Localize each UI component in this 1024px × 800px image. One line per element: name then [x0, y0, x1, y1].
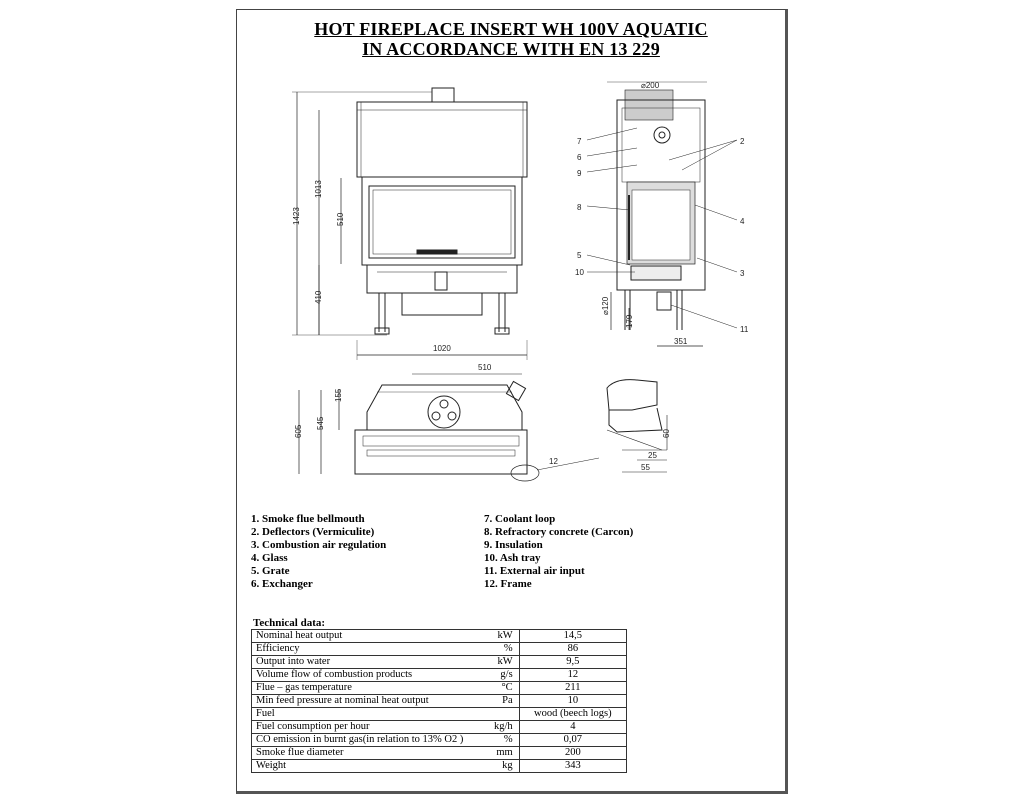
- legend-item: 6. Exchanger: [251, 578, 313, 590]
- callout-3: 3: [740, 269, 745, 278]
- callout-2: 2: [740, 137, 745, 146]
- detail-view: [606, 379, 668, 473]
- dim-detail-w2: 55: [641, 463, 650, 472]
- legend-left: 1. Smoke flue bellmouth 2. Deflectors (V…: [251, 513, 386, 591]
- legend-item: 12. Frame: [484, 578, 532, 590]
- callout-7: 7: [577, 137, 582, 146]
- row-name: CO emission in burnt gas(in relation to …: [251, 733, 490, 747]
- title-line-1: HOT FIREPLACE INSERT WH 100V AQUATIC: [314, 19, 708, 39]
- table-row: Fuel wood (beech logs): [251, 707, 628, 721]
- plan-view: [298, 373, 600, 482]
- row-name: Fuel consumption per hour: [251, 720, 490, 734]
- row-unit: mm: [490, 746, 520, 760]
- callout-10: 10: [575, 268, 584, 277]
- callout-4: 4: [740, 217, 745, 226]
- legend-item: 5. Grate: [251, 565, 290, 577]
- front-view: [292, 87, 528, 360]
- table-row: CO emission in burnt gas(in relation to …: [251, 733, 628, 747]
- callout-5: 5: [577, 251, 582, 260]
- row-value: 12: [518, 668, 628, 682]
- dim-depth: 351: [674, 337, 688, 346]
- dim-detail-w1: 25: [648, 451, 657, 460]
- row-unit: kW: [490, 629, 520, 643]
- row-value: 211: [518, 681, 628, 695]
- dim-body-height: 1013: [314, 180, 323, 198]
- row-unit: kg/h: [490, 720, 520, 734]
- row-unit: °C: [490, 681, 520, 695]
- row-name: Smoke flue diameter: [251, 746, 490, 760]
- dim-glass-height: 510: [336, 212, 345, 226]
- callout-12: 12: [549, 457, 558, 466]
- row-value: 0,07: [518, 733, 628, 747]
- legend-item: 1. Smoke flue bellmouth: [251, 513, 365, 525]
- row-unit: kg: [490, 759, 520, 773]
- row-unit: g/s: [490, 668, 520, 682]
- dim-air-input: ⌀120: [601, 296, 610, 315]
- row-name: Nominal heat output: [251, 629, 490, 643]
- datasheet-page: HOT FIREPLACE INSERT WH 100V AQUATIC IN …: [236, 9, 788, 794]
- row-unit: Pa: [490, 694, 520, 708]
- row-value: 9,5: [518, 655, 628, 669]
- dim-flue-diameter: ⌀200: [641, 81, 660, 90]
- technical-data-title: Technical data:: [253, 617, 326, 629]
- legend-item: 4. Glass: [251, 552, 288, 564]
- row-value: 343: [518, 759, 628, 773]
- row-name: Weight: [251, 759, 490, 773]
- legend-item: 3. Combustion air regulation: [251, 539, 387, 551]
- dim-width: 1020: [433, 344, 451, 353]
- legend-item: 8. Refractory concrete (Carcon): [484, 526, 634, 538]
- dim-top-width: 510: [478, 363, 492, 372]
- row-name: Volume flow of combustion products: [251, 668, 490, 682]
- callout-9: 9: [577, 169, 582, 178]
- row-value: 10: [518, 694, 628, 708]
- row-value: 200: [518, 746, 628, 760]
- row-name: Fuel: [251, 707, 490, 721]
- row-value: 4: [518, 720, 628, 734]
- row-value: 86: [518, 642, 628, 656]
- legend-right: 7. Coolant loop 8. Refractory concrete (…: [484, 513, 633, 591]
- row-name: Efficiency: [251, 642, 490, 656]
- row-name: Flue – gas temperature: [251, 681, 490, 695]
- dim-detail-height: 60: [662, 429, 671, 438]
- row-unit: [490, 707, 520, 721]
- legend-item: 9. Insulation: [484, 539, 543, 551]
- dim-plan-depth-1: 155: [334, 388, 343, 402]
- legend-item: 7. Coolant loop: [484, 513, 556, 525]
- legend-item: 11. External air input: [484, 565, 585, 577]
- table-row: Efficiency%86: [251, 642, 628, 656]
- dim-leg-height: 410: [314, 290, 323, 304]
- row-unit: kW: [490, 655, 520, 669]
- dim-air-input-height: 179: [625, 314, 634, 328]
- callout-6: 6: [577, 153, 582, 162]
- title-line-2: IN ACCORDANCE WITH EN 13 229: [362, 39, 660, 59]
- side-view: [586, 81, 738, 347]
- dim-plan-depth-2: 545: [316, 416, 325, 430]
- legend-item: 2. Deflectors (Vermiculite): [251, 526, 375, 538]
- row-unit: %: [490, 642, 520, 656]
- technical-drawing: 1423 1013 510 410 1020: [292, 81, 749, 482]
- table-row: Min feed pressure at nominal heat output…: [251, 694, 628, 708]
- row-name: Min feed pressure at nominal heat output: [251, 694, 490, 708]
- callout-11: 11: [740, 325, 749, 334]
- row-unit: %: [490, 733, 520, 747]
- row-value: 14,5: [518, 629, 628, 643]
- dim-plan-depth-3: 605: [294, 424, 303, 438]
- legend-item: 10. Ash tray: [484, 552, 541, 564]
- row-value: wood (beech logs): [518, 707, 628, 721]
- row-name: Output into water: [251, 655, 490, 669]
- dim-overall-height: 1423: [292, 207, 301, 225]
- callout-8: 8: [577, 203, 582, 212]
